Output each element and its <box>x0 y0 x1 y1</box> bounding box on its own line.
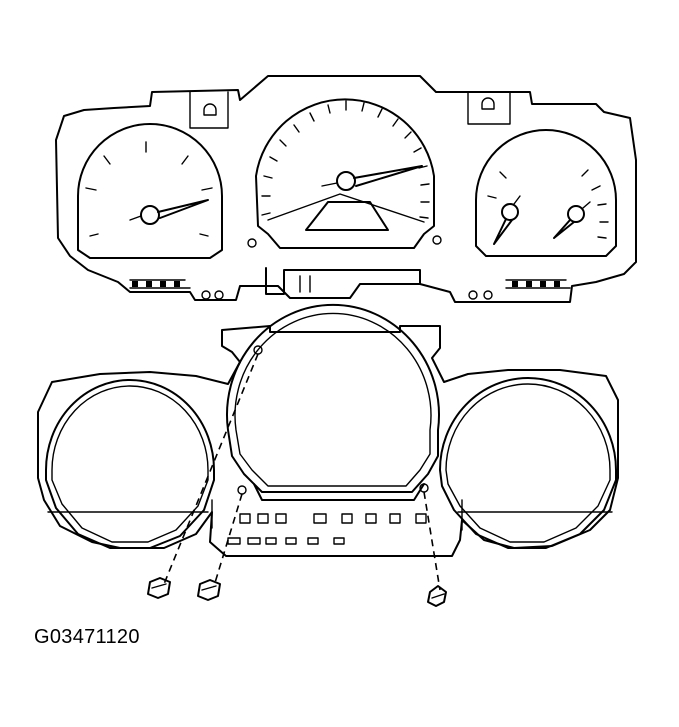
left-gauge-dial-outline <box>77 123 223 259</box>
left-mount-hole <box>203 103 217 116</box>
right-gauge <box>475 129 617 257</box>
center-gauge-needle-tail <box>321 182 338 187</box>
right-mount-tab <box>467 91 511 125</box>
screw-icon <box>147 577 171 599</box>
left-gauge <box>77 123 223 259</box>
screw-3-alignment-line <box>423 491 441 591</box>
figure-code-label: G03471120 <box>34 626 140 648</box>
odometer-window <box>305 201 389 231</box>
center-gauge-ticks <box>261 100 430 219</box>
bezel-tab-sides <box>211 499 463 531</box>
center-ribs <box>299 275 311 293</box>
left-lens-inner-ring <box>51 385 209 543</box>
bottom-right-boss-2 <box>483 290 493 300</box>
cluster-housing-outline <box>55 75 637 303</box>
center-gauge-bezel-line <box>267 193 425 223</box>
left-connector-edge <box>129 279 191 289</box>
bezel-slots-row-2 <box>227 537 345 545</box>
cluster-bottom-detail <box>129 267 571 300</box>
fuel-gauge-hub <box>501 203 519 221</box>
screw-slot <box>431 593 445 599</box>
center-lower-housing <box>265 267 421 295</box>
bottom-left-boss-1 <box>201 290 211 300</box>
bezel-slots-row-1 <box>239 513 427 524</box>
screw-1-alignment-line <box>163 353 259 585</box>
right-gauge-ticks <box>487 169 609 239</box>
bezel-lower-tab <box>211 345 463 545</box>
bottom-left-boss-2 <box>214 290 224 300</box>
left-lens-outer-ring <box>45 379 215 549</box>
temp-gauge-hub <box>567 205 585 223</box>
fuel-gauge-needle <box>493 218 513 245</box>
center-gauge <box>247 98 442 249</box>
center-lens-inner-ring <box>234 312 432 487</box>
temp-gauge-needle <box>553 219 575 239</box>
instrument-cluster <box>55 75 637 303</box>
screw-2 <box>197 579 221 601</box>
screw-slot <box>201 585 217 591</box>
left-mount-tab <box>189 91 229 129</box>
cluster-lens-bezel <box>37 304 619 557</box>
screw-icon <box>197 579 221 601</box>
left-gauge-needle-tail <box>129 215 142 221</box>
center-left-screw-boss <box>247 238 257 248</box>
screw-slot <box>151 583 167 589</box>
center-lens-shelf <box>253 483 425 501</box>
screw-2-alignment-line <box>213 493 243 587</box>
center-right-screw-boss <box>432 235 442 245</box>
alignment-lines <box>163 353 441 591</box>
temp-gauge-needle-tail <box>582 201 591 209</box>
right-lens-outer-ring <box>439 377 617 549</box>
center-gauge-dial-outline <box>255 98 435 249</box>
bezel-left-screw-hole <box>237 485 247 495</box>
screw-1 <box>147 577 171 599</box>
fuel-gauge-needle-tail <box>513 195 521 205</box>
right-mount-hole <box>481 97 495 110</box>
center-lens-outer-ring <box>226 304 440 493</box>
left-gauge-hub <box>140 205 160 225</box>
right-lens-inner-ring <box>445 383 611 543</box>
left-gauge-needle <box>157 199 209 219</box>
left-connector-pins <box>132 281 180 287</box>
screw-icon <box>427 585 447 607</box>
bezel-outer-outline <box>37 325 619 557</box>
right-gauge-dial-outline <box>475 129 617 257</box>
right-connector-edge <box>505 279 571 289</box>
center-gauge-hub <box>336 171 356 191</box>
center-gauge-needle <box>353 165 423 187</box>
right-connector-pins <box>512 281 560 287</box>
left-gauge-ticks <box>85 141 213 237</box>
screw-3 <box>427 585 447 607</box>
bottom-right-boss-1 <box>468 290 478 300</box>
